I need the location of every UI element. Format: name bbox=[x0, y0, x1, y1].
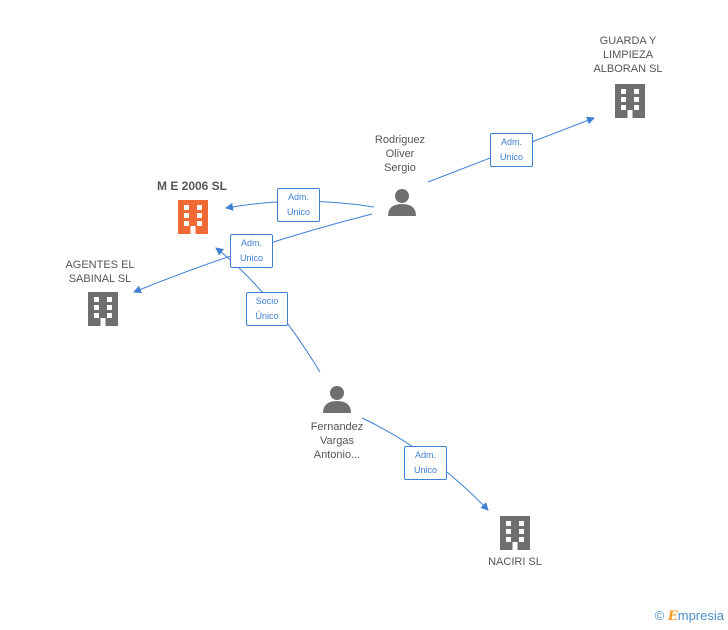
company-label-naciri: NACIRI SL bbox=[488, 556, 542, 568]
company-label-agentes: AGENTES EL SABINAL SL bbox=[65, 259, 135, 285]
person-icon[interactable] bbox=[323, 385, 351, 413]
company-label-guarda: GUARDA Y LIMPIEZA ALBORAN SL bbox=[593, 35, 663, 75]
building-icon-main[interactable] bbox=[178, 200, 208, 234]
edge-label-fernandez-naciri: Adm. Unico bbox=[404, 446, 447, 480]
person-label-fernandez: Fernandez Vargas Antonio... bbox=[310, 421, 364, 461]
building-icon[interactable] bbox=[615, 84, 645, 118]
edge-label-rodriguez-guarda: Adm. Unico bbox=[490, 133, 533, 167]
edge-label-fernandez-me2006: Socio Único bbox=[246, 292, 288, 326]
edge-label-rodriguez-me2006: Adm. Unico bbox=[277, 188, 320, 222]
building-icon[interactable] bbox=[500, 516, 530, 550]
brand-initial: E bbox=[667, 609, 678, 624]
person-label-rodriguez: Rodriguez Oliver Sergio bbox=[374, 134, 426, 174]
person-icon[interactable] bbox=[388, 188, 416, 216]
copyright-symbol: © bbox=[654, 608, 665, 623]
building-icon[interactable] bbox=[88, 292, 118, 326]
brand-name: mpresia bbox=[677, 608, 724, 623]
empresia-watermark: © Empresia bbox=[655, 608, 724, 624]
company-label-me2006: M E 2006 SL bbox=[156, 179, 228, 193]
edge-label-rodriguez-agentes: Adm. Unico bbox=[230, 234, 273, 268]
